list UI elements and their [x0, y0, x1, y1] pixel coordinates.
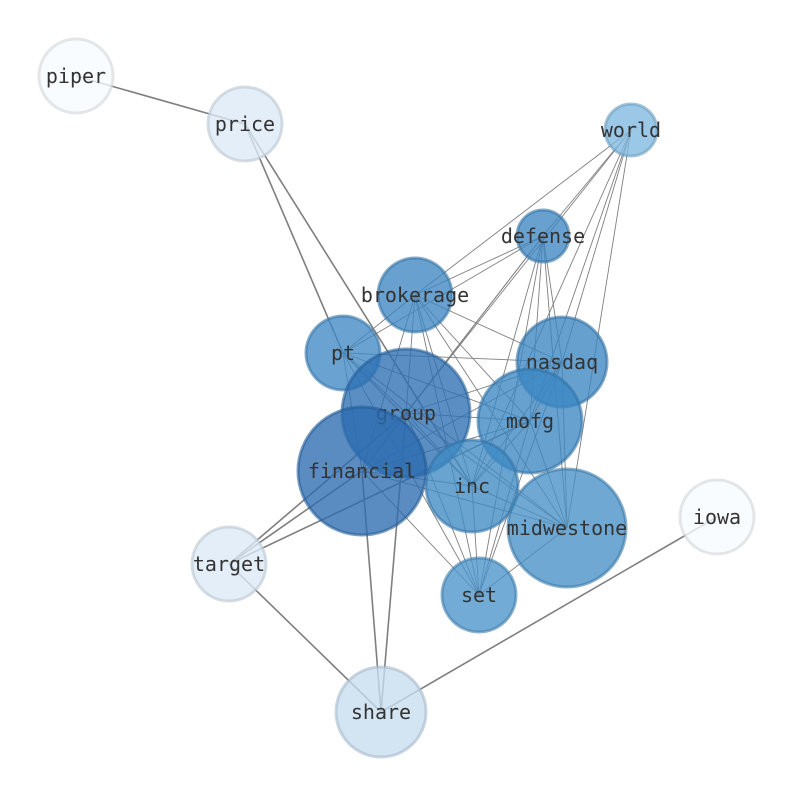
node-circle-brokerage[interactable] — [376, 256, 454, 334]
node-circle-iowa[interactable] — [678, 478, 756, 556]
node-circle-inc[interactable] — [424, 438, 520, 534]
node-defense[interactable]: defense — [501, 208, 585, 264]
node-circle-financial[interactable] — [296, 405, 428, 537]
node-label-iowa: iowa — [693, 505, 741, 529]
node-circle-midwestone[interactable] — [506, 467, 628, 589]
edge-world-brokerage — [414, 129, 632, 296]
node-financial[interactable]: financial — [296, 405, 428, 537]
node-inc[interactable]: inc — [424, 438, 520, 534]
edge-world-midwestone — [566, 129, 632, 529]
node-piper[interactable]: piper — [37, 37, 115, 115]
node-label-mofg: mofg — [506, 409, 554, 433]
node-circle-target[interactable] — [190, 525, 268, 603]
node-midwestone[interactable]: midwestone — [506, 467, 628, 589]
node-label-financial: financial — [308, 459, 416, 483]
node-label-inc: inc — [454, 474, 490, 498]
node-iowa[interactable]: iowa — [678, 478, 756, 556]
node-circle-share[interactable] — [334, 665, 428, 759]
node-circle-defense[interactable] — [515, 208, 571, 264]
node-label-pt: pt — [331, 341, 355, 365]
node-mofg[interactable]: mofg — [476, 367, 584, 475]
node-circle-piper[interactable] — [37, 37, 115, 115]
node-label-set: set — [461, 583, 497, 607]
node-circle-price[interactable] — [206, 85, 284, 163]
edge-price-pt — [244, 123, 344, 354]
node-label-midwestone: midwestone — [507, 516, 627, 540]
node-circle-world[interactable] — [603, 102, 659, 158]
node-label-price: price — [215, 112, 275, 136]
edge-iowa-share — [380, 516, 718, 713]
node-label-share: share — [351, 700, 411, 724]
node-share[interactable]: share — [334, 665, 428, 759]
node-circle-set[interactable] — [440, 556, 518, 634]
node-circle-mofg[interactable] — [476, 367, 584, 475]
node-brokerage[interactable]: brokerage — [361, 256, 469, 334]
node-label-defense: defense — [501, 224, 585, 248]
node-set[interactable]: set — [440, 556, 518, 634]
node-world[interactable]: world — [601, 102, 661, 158]
node-label-world: world — [601, 118, 661, 142]
node-label-target: target — [193, 552, 265, 576]
node-label-piper: piper — [46, 64, 106, 88]
node-target[interactable]: target — [190, 525, 268, 603]
node-price[interactable]: price — [206, 85, 284, 163]
node-label-brokerage: brokerage — [361, 283, 469, 307]
